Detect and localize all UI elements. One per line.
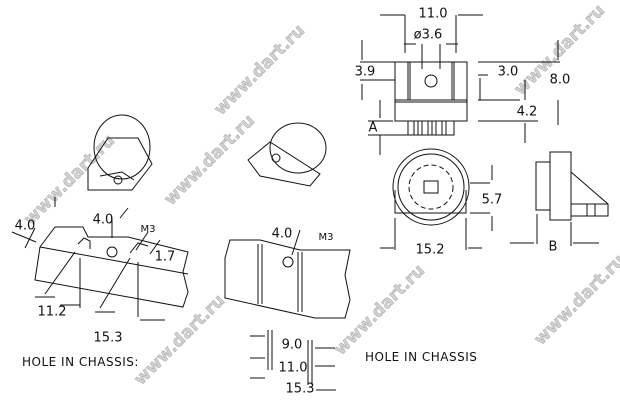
side-view bbox=[510, 151, 609, 246]
dim-tab: 1.7 bbox=[154, 249, 176, 265]
dim-hole: 4.0 bbox=[92, 212, 114, 228]
dim-total-height: 8.0 bbox=[549, 72, 571, 88]
ref-b: B bbox=[548, 239, 558, 255]
dim-a: 11.2 bbox=[37, 304, 67, 320]
dim-slot-height: 3.9 bbox=[354, 64, 376, 80]
caption-left: HOLE IN CHASSIS: bbox=[22, 355, 139, 369]
dim-base-height: 4.2 bbox=[516, 104, 538, 120]
dim-top-offset: 3.0 bbox=[497, 64, 519, 80]
dim-hole-diameter: ø3.6 bbox=[413, 27, 443, 43]
gear-view bbox=[380, 148, 493, 250]
dim-slot: 4.0 bbox=[14, 218, 36, 234]
ref-a: A bbox=[368, 120, 378, 136]
dim-c: 15.3 bbox=[285, 381, 315, 397]
dim-width: 11.0 bbox=[418, 6, 448, 22]
chassis-right bbox=[224, 229, 351, 391]
dim-b: 11.0 bbox=[278, 360, 308, 376]
thread-label: M3 bbox=[140, 224, 156, 235]
chassis-left bbox=[11, 197, 189, 321]
dim-b: 15.3 bbox=[93, 330, 123, 346]
dim-gear-height: 5.7 bbox=[481, 192, 503, 208]
isometric-part-right bbox=[247, 122, 327, 187]
isometric-part-left bbox=[87, 114, 153, 191]
front-view bbox=[360, 14, 560, 155]
dim-a: 9.0 bbox=[281, 337, 303, 353]
dim-hole: 4.0 bbox=[271, 226, 293, 242]
caption-right: HOLE IN CHASSIS bbox=[365, 350, 478, 364]
thread-label: M3 bbox=[318, 232, 334, 243]
dim-gear-width: 15.2 bbox=[415, 242, 445, 258]
